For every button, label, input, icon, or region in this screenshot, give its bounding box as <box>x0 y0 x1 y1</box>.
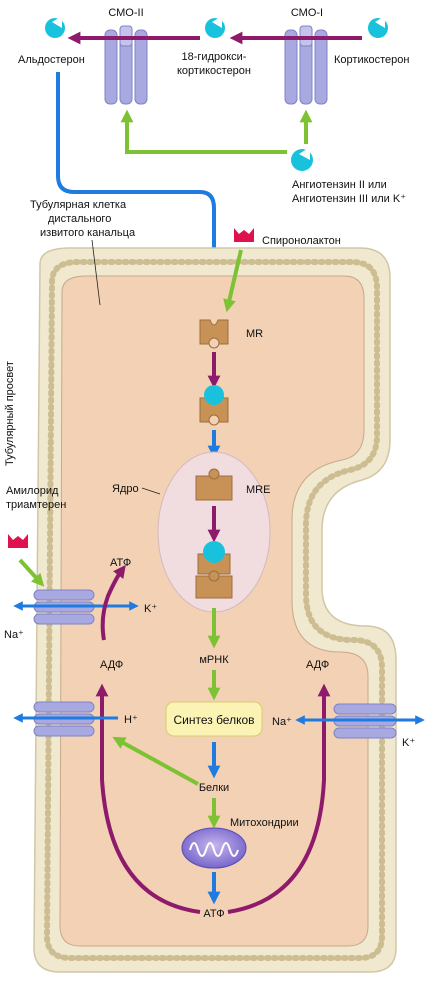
mrna-label: мРНК <box>199 654 229 666</box>
corticosterone-label: Кортикостерон <box>334 54 409 66</box>
mre-element <box>195 468 233 501</box>
cell-title-pointer <box>91 239 101 306</box>
atp-bottom-label: АТФ <box>203 908 224 920</box>
amiloride-label-2: триамтерен <box>6 499 66 511</box>
left-pump-atp-label: АТФ <box>110 557 131 569</box>
amiloride-label-1: Амилорид <box>6 485 59 497</box>
nucleus-pointer <box>141 487 161 495</box>
angiotensin-label-2: Ангиотензин III или K⁺ <box>292 193 406 205</box>
hydroxycorticosterone-label-1: 18-гидрокси- <box>182 51 247 63</box>
cell-title-1: Тубулярная клетка <box>30 199 127 211</box>
left-pump-na-label: Na⁺ <box>4 629 24 641</box>
right-pump-adp-label: АДФ <box>306 659 329 671</box>
cmo2-label: СМО-II <box>108 7 143 19</box>
mr-aldosterone-complex <box>199 385 229 426</box>
mr-receptor <box>199 319 229 349</box>
left-h-label: H⁺ <box>124 714 138 726</box>
angiotensin-arrow-to-cmo2 <box>120 109 287 154</box>
atp-curve-left <box>95 683 201 914</box>
synthesis-pathway: СМО-II СМО-I Альдостерон 18-гидрокси- ко… <box>18 7 409 323</box>
atp-curve-right <box>227 683 331 914</box>
cell-title-3: извитого канальца <box>40 227 136 239</box>
lumen-label: Тубулярный просвет <box>4 361 16 466</box>
spironolactone-label: Спиронолактон <box>262 235 341 247</box>
left-pump-k-label: K⁺ <box>144 603 157 615</box>
protein-synthesis-box <box>165 701 263 737</box>
spironolactone-arrow <box>223 249 243 313</box>
angiotensin-label-1: Ангиотензин II или <box>292 179 387 191</box>
protein-synthesis-label: Синтез белков <box>173 713 254 727</box>
hydroxycorticosterone-label-2: кортикостерон <box>177 65 251 77</box>
mre-bound-complex <box>195 541 233 599</box>
mitochondrion <box>181 827 247 869</box>
mr-label: MR <box>246 328 263 340</box>
mre-label: MRE <box>246 484 270 496</box>
proteins-label: Белки <box>199 782 229 794</box>
aldosterone-path-arrow <box>56 72 221 323</box>
proteins-to-h-pump-arrow <box>112 736 199 786</box>
right-pump-na-label: Na⁺ <box>272 716 292 728</box>
mitochondria-label: Митохондрии <box>230 817 299 829</box>
nucleus-label: Ядро <box>112 483 139 495</box>
amiloride-icon <box>8 534 28 548</box>
cmo1-label: СМО-I <box>291 7 323 19</box>
right-pump-k-label: K⁺ <box>402 737 415 749</box>
aldosterone-label: Альдостерон <box>18 54 85 66</box>
amiloride-arrow <box>18 558 45 587</box>
left-pump-adp-label: АДФ <box>100 659 123 671</box>
tubular-cell: Тубулярная клетка дистального извитого к… <box>4 199 425 973</box>
spironolactone-icon <box>234 228 254 242</box>
left-pump-atp-curve <box>100 564 126 641</box>
cell-title-2: дистального <box>48 213 111 225</box>
